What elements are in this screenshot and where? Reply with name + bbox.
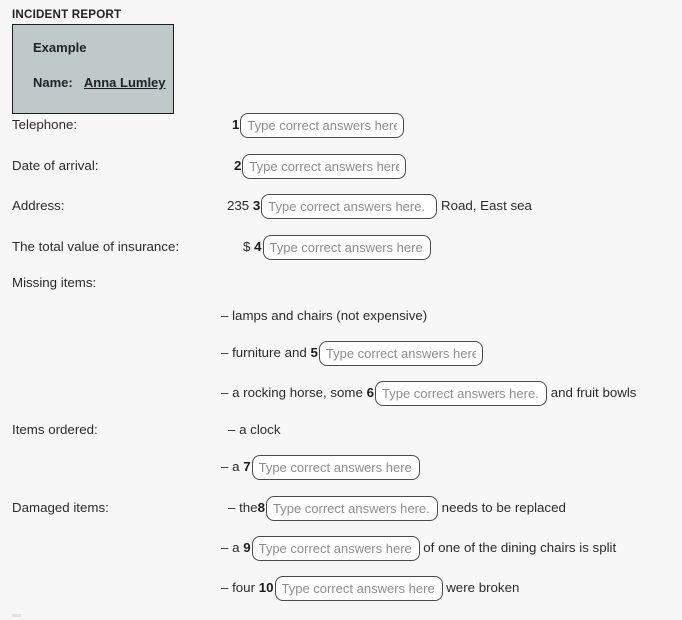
question-number-1: 1 <box>232 117 240 132</box>
damaged-item-text-1: – the <box>228 500 258 515</box>
label-telephone: Telephone: <box>12 117 78 132</box>
ordered-item-text-1: – a clock <box>228 422 281 437</box>
label-missing-items: Missing items: <box>12 275 97 290</box>
address-number-prefix: 235 <box>227 198 253 213</box>
answer-group-6: – a rocking horse, some 6 and fruit bowl… <box>221 380 636 406</box>
row-date-of-arrival: Date of arrival: 2 <box>0 153 682 179</box>
row-damaged-items-header: Damaged items: – the 8 needs to be repla… <box>0 495 682 521</box>
row-items-ordered-header: Items ordered: – a clock <box>0 417 682 443</box>
address-suffix: Road, East sea <box>437 198 532 213</box>
question-number-5: 5 <box>310 345 318 360</box>
answer-input-3[interactable] <box>261 193 438 219</box>
row-missing-lamps: – lamps and chairs (not expensive) <box>0 303 682 329</box>
answer-input-8[interactable] <box>265 495 438 521</box>
example-heading: Example <box>33 40 87 55</box>
answer-group-4: $ 4 <box>243 234 431 260</box>
page-title: INCIDENT REPORT <box>12 8 122 21</box>
example-name-value: Anna Lumley <box>83 75 166 91</box>
label-items-ordered: Items ordered: <box>12 422 98 437</box>
label-total-value: The total value of insurance: <box>12 239 180 254</box>
question-number-9: 9 <box>243 540 251 555</box>
example-name-row: Name: Anna Lumley <box>33 75 173 90</box>
missing-item-text-1: – lamps and chairs (not expensive) <box>221 308 428 323</box>
answer-input-5[interactable] <box>318 340 483 366</box>
label-address: Address: <box>12 198 65 213</box>
question-number-4: 4 <box>254 239 262 254</box>
row-damaged-items-10: – four 10 were broken <box>0 575 682 601</box>
damaged-item-text-2: – a <box>221 540 244 555</box>
row-total-value: The total value of insurance: $ 4 <box>0 234 682 260</box>
question-number-8: 8 <box>257 500 265 515</box>
damaged-item-suffix-1: needs to be replaced <box>437 500 566 515</box>
damaged-item-text-3: – four <box>221 580 259 595</box>
answer-input-9[interactable] <box>251 535 420 561</box>
answer-input-10[interactable] <box>274 575 443 601</box>
row-missing-rocking-horse: – a rocking horse, some 6 and fruit bowl… <box>0 380 682 406</box>
question-number-6: 6 <box>366 385 375 400</box>
damaged-item-suffix-3: were broken <box>442 580 520 595</box>
answer-group-5: – furniture and 5 <box>221 340 483 366</box>
question-number-7: 7 <box>243 459 251 474</box>
ordered-item-text-2: – a <box>221 459 244 474</box>
bullet-a-clock: – a clock <box>228 417 280 443</box>
answer-input-1[interactable] <box>240 112 405 138</box>
answer-input-2[interactable] <box>242 153 407 179</box>
label-date-of-arrival: Date of arrival: <box>12 158 99 173</box>
answer-input-4[interactable] <box>262 234 431 260</box>
currency-symbol: $ <box>243 239 255 254</box>
bullet-lamps-and-chairs: – lamps and chairs (not expensive) <box>221 303 427 329</box>
damaged-item-suffix-2: of one of the dining chairs is split <box>419 540 617 555</box>
row-damaged-items-9: – a 9 of one of the dining chairs is spl… <box>0 535 682 561</box>
missing-item-text-2: – furniture and <box>221 345 311 360</box>
answer-group-9: – a 9 of one of the dining chairs is spl… <box>221 535 616 561</box>
question-number-2: 2 <box>234 158 242 173</box>
row-missing-furniture: – furniture and 5 <box>0 340 682 366</box>
answer-group-3: 235 3 Road, East sea <box>227 193 532 219</box>
answer-input-7[interactable] <box>251 454 420 480</box>
missing-item-text-3: – a rocking horse, some <box>221 385 367 400</box>
answer-group-7: – a 7 <box>221 454 420 480</box>
question-number-3: 3 <box>252 198 261 213</box>
example-name-label: Name: <box>33 75 73 91</box>
page-bottom-marker <box>12 614 21 617</box>
label-damaged-items: Damaged items: <box>12 500 109 515</box>
answer-group-2: 2 <box>234 153 407 179</box>
row-telephone: Telephone: 1 <box>0 112 682 138</box>
example-box: Example Name: Anna Lumley <box>12 24 174 114</box>
question-number-10: 10 <box>258 580 274 595</box>
answer-input-6[interactable] <box>375 380 548 406</box>
answer-group-10: – four 10 were broken <box>221 575 519 601</box>
row-missing-items-header: Missing items: <box>0 270 682 296</box>
row-address: Address: 235 3 Road, East sea <box>0 193 682 219</box>
answer-group-8: – the 8 needs to be replaced <box>228 495 566 521</box>
missing-item-suffix-3: and fruit bowls <box>547 385 637 400</box>
answer-group-1: 1 <box>232 112 405 138</box>
row-items-ordered-7: – a 7 <box>0 454 682 480</box>
